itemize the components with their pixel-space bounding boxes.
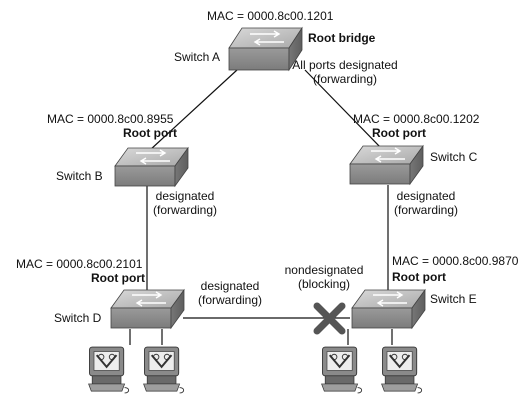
switch-c-role: Root port: [372, 126, 426, 140]
blocked-port-x-icon: [313, 302, 346, 335]
switch-d-mac: MAC = 0000.8c00.2101: [16, 257, 143, 271]
link-a-c: [304, 69, 384, 151]
switch-d-icon: [110, 288, 185, 330]
switch-e-role: Root port: [392, 270, 446, 284]
workstation-2-icon: [142, 346, 185, 394]
switch-a-port-state-line2: (forwarding): [312, 72, 378, 86]
switch-d-role: Root port: [91, 271, 145, 285]
switch-a-name: Switch A: [174, 50, 221, 64]
link-a-b: [149, 69, 238, 151]
switch-e-mac: MAC = 0000.8c00.9870: [392, 254, 519, 268]
link-c-e-state-line1: designated: [396, 189, 456, 203]
switch-c-name: Switch C: [430, 150, 478, 164]
link-c-e-state-line2: (forwarding): [393, 203, 459, 217]
switch-b-role: Root port: [123, 126, 177, 140]
switch-b-mac: MAC = 0000.8c00.8955: [47, 112, 174, 126]
switch-a-port-state: All ports designated (forwarding): [286, 58, 404, 86]
link-d-e-right-state: nondesignated (blocking): [282, 263, 366, 291]
link-d-e-left-state: designated (forwarding): [194, 279, 266, 307]
switch-b-name: Switch B: [56, 169, 103, 183]
switch-c-icon: [349, 144, 424, 186]
link-c-e-state: designated (forwarding): [391, 189, 461, 217]
switch-e-name: Switch E: [430, 292, 477, 306]
switch-a-port-state-line1: All ports designated: [292, 58, 398, 72]
switch-d-name: Switch D: [54, 311, 102, 325]
link-d-e-right-state-line2: (blocking): [297, 277, 351, 291]
link-d-e-left-state-line2: (forwarding): [197, 293, 263, 307]
switch-a-role: Root bridge: [308, 31, 376, 45]
link-d-e-left-state-line1: designated: [200, 279, 260, 293]
switch-a-mac: MAC = 0000.8c00.1201: [207, 9, 334, 23]
switch-b-icon: [114, 146, 189, 188]
switch-c-mac: MAC = 0000.8c00.1202: [353, 112, 480, 126]
workstation-3-icon: [320, 346, 363, 394]
switch-e-icon: [351, 288, 426, 330]
link-b-d-state: designated (forwarding): [150, 189, 220, 217]
workstation-1-icon: [87, 346, 130, 394]
link-b-d-state-line1: designated: [155, 189, 215, 203]
workstation-4-icon: [380, 346, 423, 394]
link-d-e-right-state-line1: nondesignated: [284, 263, 364, 277]
link-b-d-state-line2: (forwarding): [152, 203, 218, 217]
switch-a-icon: [228, 26, 303, 72]
